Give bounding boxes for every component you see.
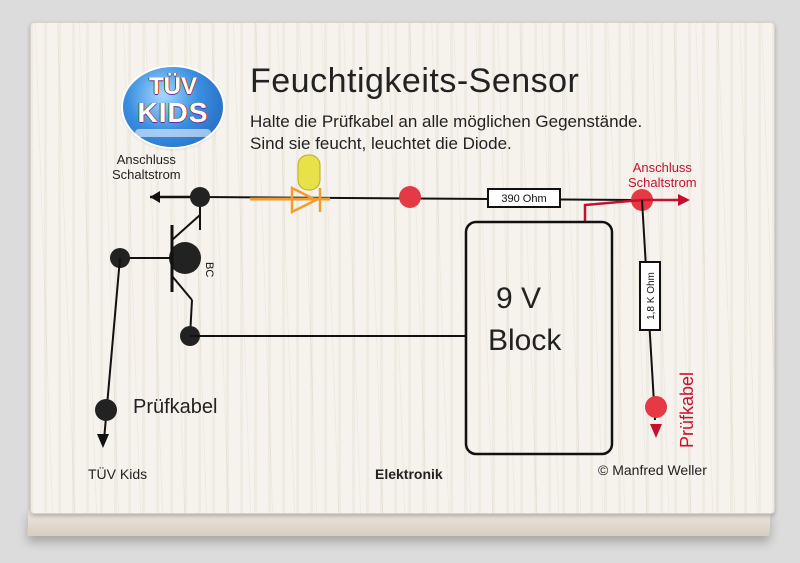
probe-left-label: Prüfkabel	[133, 396, 218, 418]
connector-right-line1: Anschluss	[632, 160, 692, 175]
footer-brand: TÜV Kids	[88, 466, 148, 482]
transistor-body	[169, 242, 201, 274]
footer-copyright: © Manfred Weller	[598, 462, 707, 478]
connector-left-line1: Anschluss	[116, 152, 176, 167]
arrow-left-icon	[150, 191, 160, 203]
led-icon	[297, 154, 321, 191]
resistor-top-label: 390 Ohm	[501, 193, 546, 205]
instruction-line-2: Sind sie feucht, leuchtet die Diode.	[250, 134, 512, 153]
black-probe-node	[95, 399, 117, 421]
transistor-label: BC	[203, 262, 215, 277]
wire-red-battery	[583, 198, 643, 222]
red-contact-top	[399, 186, 421, 208]
logo-tuv-text: TÜV	[149, 73, 197, 100]
arrow-down-red-icon	[650, 424, 662, 438]
instruction-line-1: Halte die Prüfkabel an alle möglichen Ge…	[250, 112, 643, 131]
battery-block-label: Block	[488, 324, 562, 357]
connector-left-line2: Schaltstrom	[112, 167, 181, 182]
page-title: Feuchtigkeits-Sensor	[250, 62, 580, 100]
red-probe-node	[645, 396, 667, 418]
probe-right-label: Prüfkabel	[677, 371, 697, 448]
battery-voltage-label: 9 V	[496, 282, 542, 315]
logo-kids-text: KIDS	[137, 97, 209, 128]
connector-left-label: Anschluss Schaltstrom	[112, 152, 181, 182]
wire-transistor-upper	[171, 214, 201, 241]
resistor-top	[487, 188, 561, 208]
tuv-kids-logo: TÜV KIDS	[123, 67, 223, 147]
arrow-down-black-icon	[97, 434, 109, 448]
resistor-vertical-label: 1,8 K Ohm	[646, 272, 657, 320]
node-collector	[190, 187, 210, 207]
battery-box	[464, 220, 614, 456]
wire-transistor-lower	[171, 275, 193, 301]
connector-right-label: Anschluss Schaltstrom	[628, 160, 697, 190]
connector-right-line2: Schaltstrom	[628, 175, 697, 190]
logo-band	[135, 129, 211, 137]
resistor-vertical	[639, 261, 661, 331]
footer-category: Elektronik	[375, 466, 443, 482]
diode-symbol	[290, 185, 319, 215]
arrow-right-icon	[678, 194, 690, 206]
